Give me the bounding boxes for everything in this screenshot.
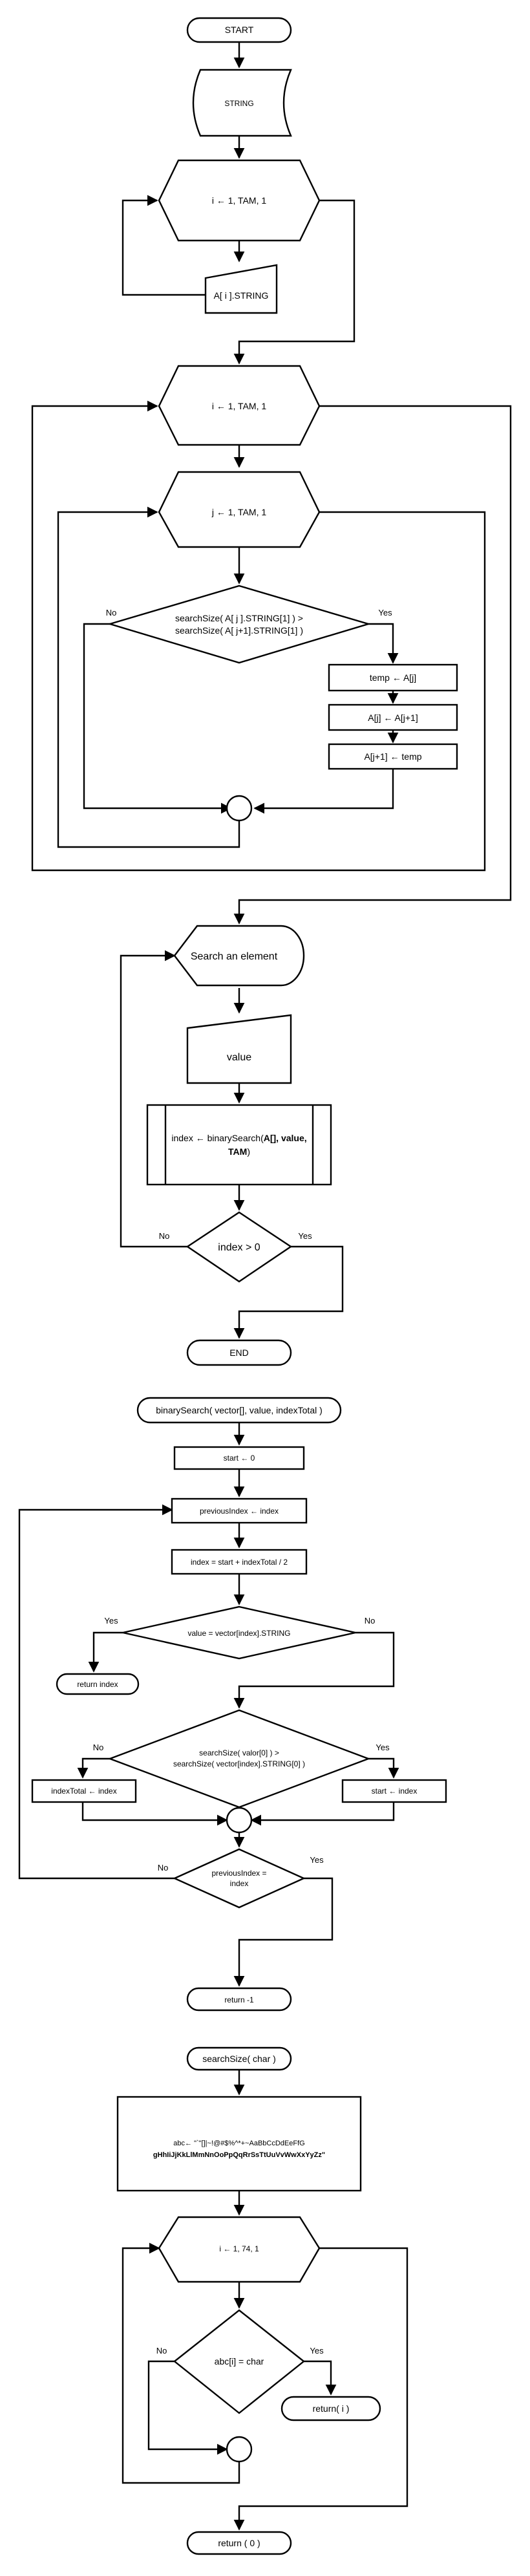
- return-neg-terminal: return -1: [186, 1987, 292, 2012]
- swap-step-3-label: A[j+1] ← temp: [364, 751, 421, 762]
- swap-step-2: A[j] ← A[j+1]: [328, 703, 458, 731]
- size-title-label: searchSize( char ): [202, 2054, 276, 2064]
- input-label: STRING: [224, 99, 253, 108]
- size-loop-label: i ← 1, 74, 1: [219, 2244, 259, 2253]
- call-line2: TAM): [228, 1146, 250, 1157]
- abc-line1: abc← "`"[]|~!@#$%^*+~AaBbCcDdEeFfG: [173, 2140, 304, 2147]
- previous-yes-label: Yes: [310, 1855, 324, 1865]
- previous-decision: previousIndex = index No Yes: [158, 1848, 324, 1909]
- previous-cond-line2: index: [230, 1879, 249, 1888]
- value-label: value: [227, 1052, 251, 1063]
- size-compare-decision: searchSize( valor[0] ) > searchSize( vec…: [93, 1709, 390, 1809]
- equal-cond-label: value = vector[index].STRING: [187, 1629, 290, 1638]
- outer-loop-label: i ← 1, TAM, 1: [212, 401, 266, 411]
- previous-index-label: previousIndex ← index: [200, 1507, 279, 1516]
- compare-yes-label: Yes: [378, 608, 392, 617]
- inner-loop-hexagon: j ← 1, TAM, 1: [158, 471, 321, 548]
- inner-join-connector: [226, 795, 253, 822]
- return-i-terminal: return( i ): [281, 2396, 381, 2421]
- binary-search-flowchart: binarySearch( vector[], value, indexTota…: [18, 1397, 447, 2012]
- read-loop-label: i ← 1, TAM, 1: [212, 195, 266, 206]
- return-zero-terminal: return ( 0 ): [186, 2531, 292, 2555]
- previous-no-label: No: [158, 1863, 169, 1873]
- value-manual-input: value: [186, 1014, 292, 1084]
- equal-yes-label: Yes: [104, 1616, 118, 1626]
- end-terminal: END: [186, 1339, 292, 1366]
- size-loop-hexagon: i ← 1, 74, 1: [158, 2216, 321, 2283]
- start-index-label: start ← index: [372, 1787, 418, 1796]
- compare-line2: searchSize( A[ j+1].STRING[1] ): [175, 625, 303, 636]
- index-calc-box: index = start + indexTotal / 2: [171, 1549, 308, 1575]
- size-compare-line2: searchSize( vector[index].STRING[0] ): [173, 1759, 305, 1768]
- read-manual-input: A[ i ].STRING: [204, 264, 278, 314]
- size-title-terminal: searchSize( char ): [186, 2046, 292, 2071]
- index-calc-label: index = start + indexTotal / 2: [191, 1558, 288, 1567]
- compare-no-label: No: [106, 608, 117, 617]
- start-init-box: start ← 0: [173, 1446, 305, 1470]
- equal-no-label: No: [365, 1616, 376, 1626]
- index-cond-label: index > 0: [218, 1242, 260, 1253]
- index-decision: index > 0 No Yes: [159, 1211, 312, 1283]
- binary-join-connector: [226, 1807, 253, 1834]
- return-zero-label: return ( 0 ): [218, 2538, 260, 2548]
- index-total-label: indexTotal ← index: [51, 1787, 116, 1796]
- binary-search-call: index ← binarySearch(A[], value, TAM): [146, 1104, 332, 1186]
- search-display: Search an element: [173, 925, 305, 987]
- return-neg-label: return -1: [224, 1995, 254, 2004]
- swap-step-2-label: A[j] ← A[j+1]: [368, 713, 418, 723]
- index-total-box: indexTotal ← index: [31, 1779, 137, 1803]
- size-compare-no-label: No: [93, 1743, 104, 1752]
- start-index-box: start ← index: [341, 1779, 447, 1803]
- swap-step-1-label: temp ← A[j]: [370, 672, 416, 683]
- return-index-label: return index: [77, 1680, 118, 1689]
- return-i-label: return( i ): [313, 2403, 350, 2414]
- abc-line2: gHhIiJjKkLlMmNnOoPpQqRrSsTtUuVvWwXxYyZz": [153, 2151, 325, 2159]
- read-output-label: A[ i ].STRING: [214, 290, 269, 301]
- search-size-flowchart: searchSize( char ) abc← "`"[]|~!@#$%^*+~…: [116, 2046, 408, 2555]
- char-decision: abc[i] = char No Yes: [156, 2309, 324, 2414]
- abc-assign-box: abc← "`"[]|~!@#$%^*+~AaBbCcDdEeFfG gHhIi…: [116, 2096, 362, 2192]
- compare-decision: searchSize( A[ j ].STRING[1] ) > searchS…: [106, 585, 392, 664]
- main-connectors: [31, 42, 512, 1339]
- char-no-label: No: [156, 2346, 167, 2356]
- start-label: START: [225, 25, 254, 35]
- size-connectors: [122, 2070, 408, 2531]
- equal-decision: value = vector[index].STRING Yes No: [104, 1605, 376, 1660]
- read-loop-hexagon: i ← 1, TAM, 1: [158, 159, 321, 242]
- index-yes-label: Yes: [298, 1231, 312, 1241]
- previous-cond-line1: previousIndex =: [211, 1869, 266, 1878]
- swap-step-1: temp ← A[j]: [328, 663, 458, 692]
- return-index-terminal: return index: [56, 1673, 140, 1695]
- input-storage: STRING: [192, 69, 292, 137]
- char-yes-label: Yes: [310, 2346, 324, 2356]
- compare-line1: searchSize( A[ j ].STRING[1] ) >: [175, 613, 303, 623]
- char-cond-label: abc[i] = char: [215, 2356, 264, 2367]
- previous-index-box: previousIndex ← index: [171, 1497, 308, 1524]
- binary-title-terminal: binarySearch( vector[], value, indexTota…: [136, 1397, 342, 1424]
- inner-loop-label: j ← 1, TAM, 1: [211, 507, 266, 517]
- search-label: Search an element: [191, 951, 278, 962]
- swap-step-3: A[j+1] ← temp: [328, 743, 458, 770]
- index-no-label: No: [159, 1231, 170, 1241]
- outer-loop-hexagon: i ← 1, TAM, 1: [158, 365, 321, 446]
- binary-title-label: binarySearch( vector[], value, indexTota…: [156, 1405, 323, 1415]
- size-compare-line1: searchSize( valor[0] ) >: [199, 1748, 279, 1757]
- start-init-label: start ← 0: [224, 1454, 255, 1463]
- size-compare-yes-label: Yes: [376, 1743, 390, 1752]
- main-flowchart: START STRING i ← 1, TAM, 1 A[ i ].STRING…: [31, 17, 512, 1366]
- binary-connectors: [18, 1422, 399, 1987]
- size-join-connector: [226, 2436, 253, 2463]
- end-label: END: [229, 1347, 249, 1358]
- start-terminal: START: [186, 17, 292, 43]
- call-line1: index ← binarySearch(A[], value,: [171, 1133, 306, 1143]
